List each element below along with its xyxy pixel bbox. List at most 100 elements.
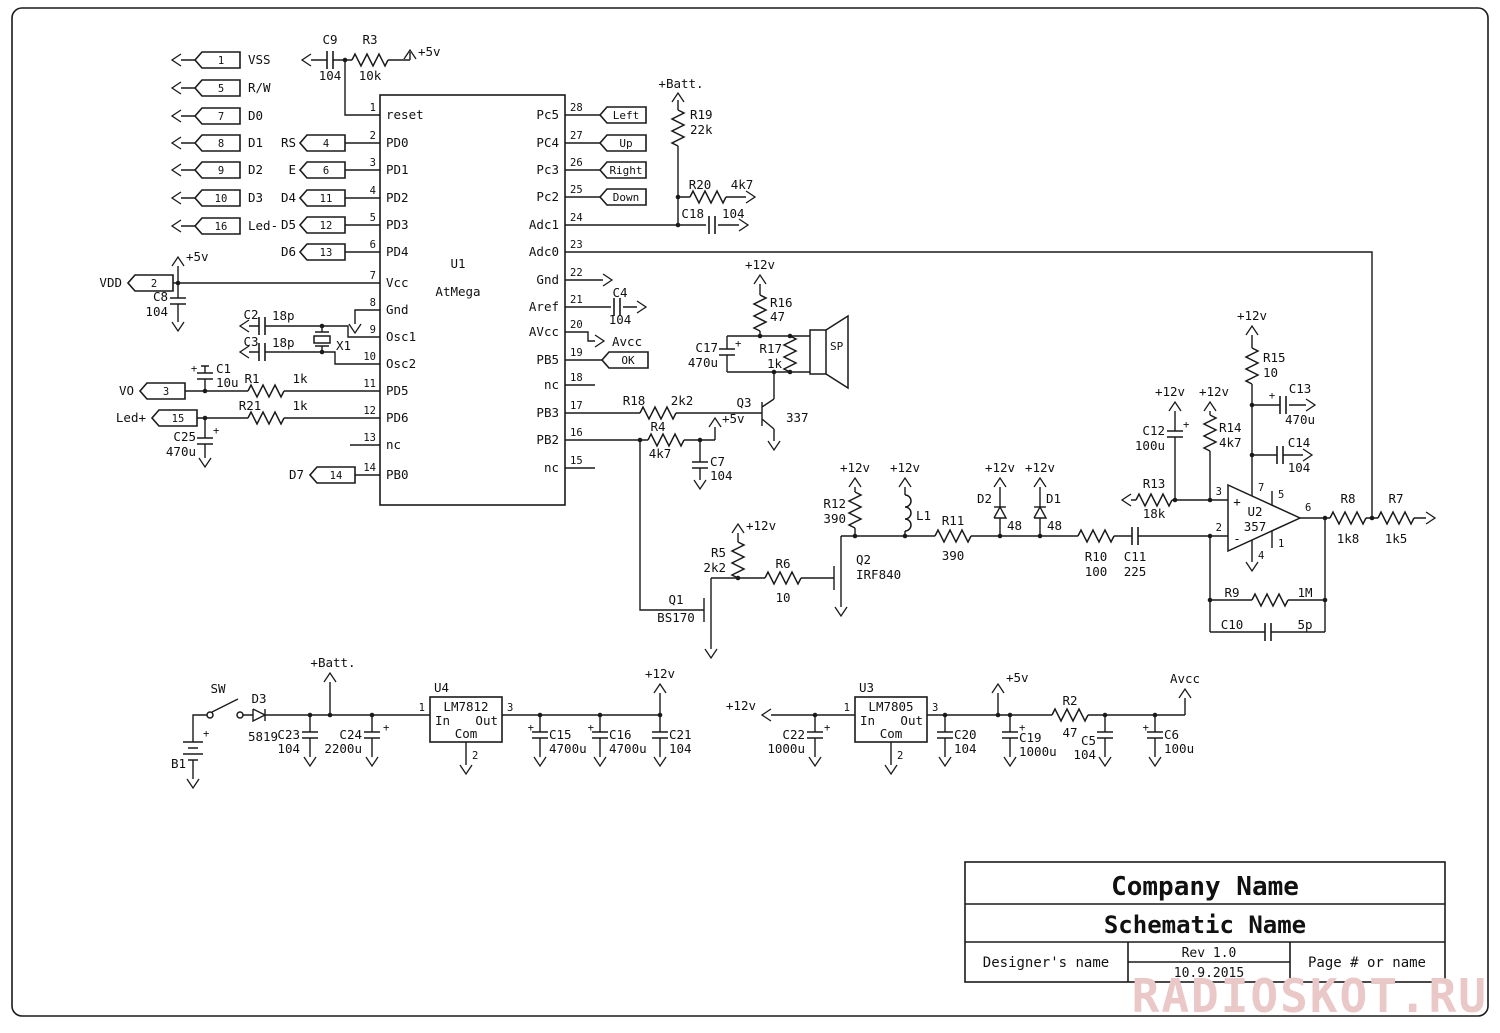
adc1-batt-net: +Batt. R19 22k R20 4k7 C18 104 [565,76,756,235]
part-value: 4700u [609,741,647,756]
button-tag [598,134,647,152]
part-ref: C2 [243,307,258,322]
battery-symbol [183,741,203,761]
switch-lever [211,698,239,713]
ground-icon [1003,756,1017,767]
schematic-name: Schematic Name [1104,911,1306,939]
part-value: 104 [1073,747,1096,762]
button-label: Up [619,137,632,150]
pin-number: 27 [570,130,583,142]
pin-label: PB5 [536,352,559,367]
pin-number: 17 [570,400,583,412]
net-label: +12v [840,460,870,475]
connector-number: 8 [218,138,224,150]
switch-contact [206,711,214,719]
part-ref: B1 [171,756,186,771]
part-ref: C6 [1164,727,1179,742]
pin-number: 24 [570,212,583,224]
net-label: +12v [1155,384,1185,399]
part-value: 100 [1085,564,1108,579]
pin-number: 4 [370,185,376,197]
pin-label: PD5 [386,383,409,398]
capacitor-symbol [1276,445,1284,465]
crystal-body [313,335,331,344]
resistor-symbol [1135,493,1173,507]
connector-tag [193,217,241,235]
connector-group-a: 1 5 7 8 9 10 16 VSS R/W D0 D1 D2 D3 Led- [171,51,278,235]
pin-label: PB0 [386,467,409,482]
designer-name: Designer's name [983,955,1109,971]
inductor-symbol [904,494,912,532]
adc0-wire [565,251,1373,518]
regulator-body [429,696,503,743]
polarity-plus: + [1019,722,1025,734]
ic-ref: U3 [859,680,874,695]
crystal-plates [315,331,329,347]
revision: Rev 1.0 [1182,946,1237,961]
reset-net: C9 104 R3 10k +5v [301,32,441,116]
connector-tag [298,161,346,179]
pin-number: 12 [363,405,376,417]
part-ref: L1 [916,508,931,523]
pin-number: 20 [570,319,583,331]
part-value: 4k7 [649,446,672,461]
pin-label: AVcc [529,324,559,339]
net-label: +12v [1237,308,1267,323]
title-block-frame [964,861,1446,983]
capacitor-symbol [806,731,824,739]
pin-label: Gnd [386,302,409,317]
capacitor-symbol [196,372,214,380]
pin-number: 22 [570,267,583,279]
part-ref: R11 [942,513,965,528]
part-value: 1k5 [1385,531,1408,546]
switch-contact [236,711,244,719]
part-value: 104 [722,206,745,221]
connector-label: E [288,162,296,177]
button-label: Left [613,109,640,122]
ic-ref: U4 [434,680,449,695]
arrow-right-icon [1425,511,1436,525]
connector-tag [298,189,346,207]
connector-number: 7 [218,111,224,123]
pin-number: 5 [1278,489,1284,501]
pin-number: 2 [1216,522,1222,534]
connector-tag [298,216,346,234]
capacitor-symbol [363,731,381,739]
pin-number: 19 [570,347,583,359]
pin-number: 3 [507,702,513,714]
pin-label: Adc0 [529,244,559,259]
part-ref: R17 [759,341,782,356]
net-label: +12v [645,666,675,681]
part-ref: C4 [612,285,627,300]
opamp-minus-input: - [1233,531,1241,546]
capacitor-symbol [708,215,716,235]
pin-label: PD3 [386,217,409,232]
gnd-pin8-net [348,309,380,334]
ground-icon [834,606,848,617]
capacitor-symbol [531,731,549,739]
opamp-plus-input: + [1233,494,1241,509]
resistor-symbol [639,406,677,420]
connector-number: 1 [218,55,224,67]
reg-pin-label: Com [455,726,478,741]
reg-pin-label: In [435,713,450,728]
gnd8-wire [354,309,380,324]
part-ref: D2 [977,491,992,506]
connector-number: 13 [320,247,333,259]
connector-group-c: 2 3 15 14 VDD VO Led+ D7 [99,274,356,484]
pin-label: Aref [529,299,559,314]
ic-u1: U1 AtMega 1 2 3 4 5 6 7 8 9 10 11 12 13 … [350,94,595,506]
resistor-symbol [783,335,797,373]
polarity-plus: + [203,728,209,740]
part-value: 1k [292,371,308,386]
part-ref: R1 [244,371,259,386]
pin-number: 10 [363,351,376,363]
connector-number: 3 [163,386,169,398]
pin-label: Vcc [386,275,409,290]
resistor-symbol [1251,593,1289,607]
part-ref: R3 [362,32,377,47]
resistor-symbol [351,53,389,67]
pin-number: 21 [570,294,583,306]
pb2-wires [565,427,716,611]
button-label: Right [609,164,642,177]
